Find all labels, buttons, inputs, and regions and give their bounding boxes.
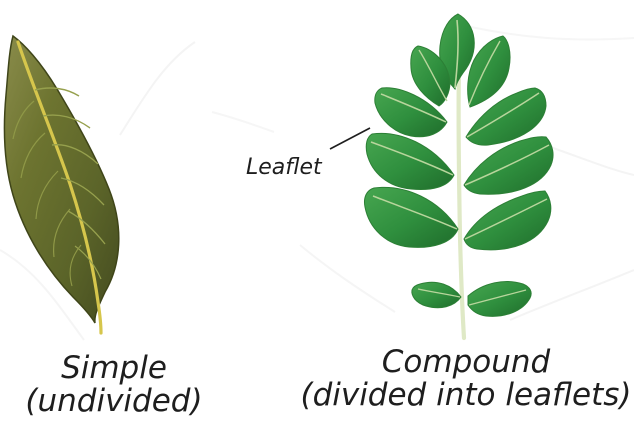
leaflet-lower-right [464,191,551,250]
leaflet-label: Leaflet [246,156,322,179]
compound-leaf-caption: Compound (divided into leaflets) [298,346,634,411]
simple-leaf-caption-subtitle: (undivided) [0,385,228,418]
leaflet-pointer-line [330,128,370,149]
compound-leaf [330,14,553,338]
leaflet-bottom-right [468,281,531,316]
simple-leaf-blade [4,36,118,323]
simple-leaf [4,36,118,333]
compound-leaf-caption-subtitle: (divided into leaflets) [298,379,634,412]
leaflet-bottom-left [412,282,461,307]
compound-leaf-caption-title: Compound [298,346,634,379]
leaflet-lower-left [364,187,458,247]
simple-leaf-caption-title: Simple [0,352,228,385]
simple-leaf-caption: Simple (undivided) [0,352,228,417]
leaflet-middle-left [366,133,454,189]
